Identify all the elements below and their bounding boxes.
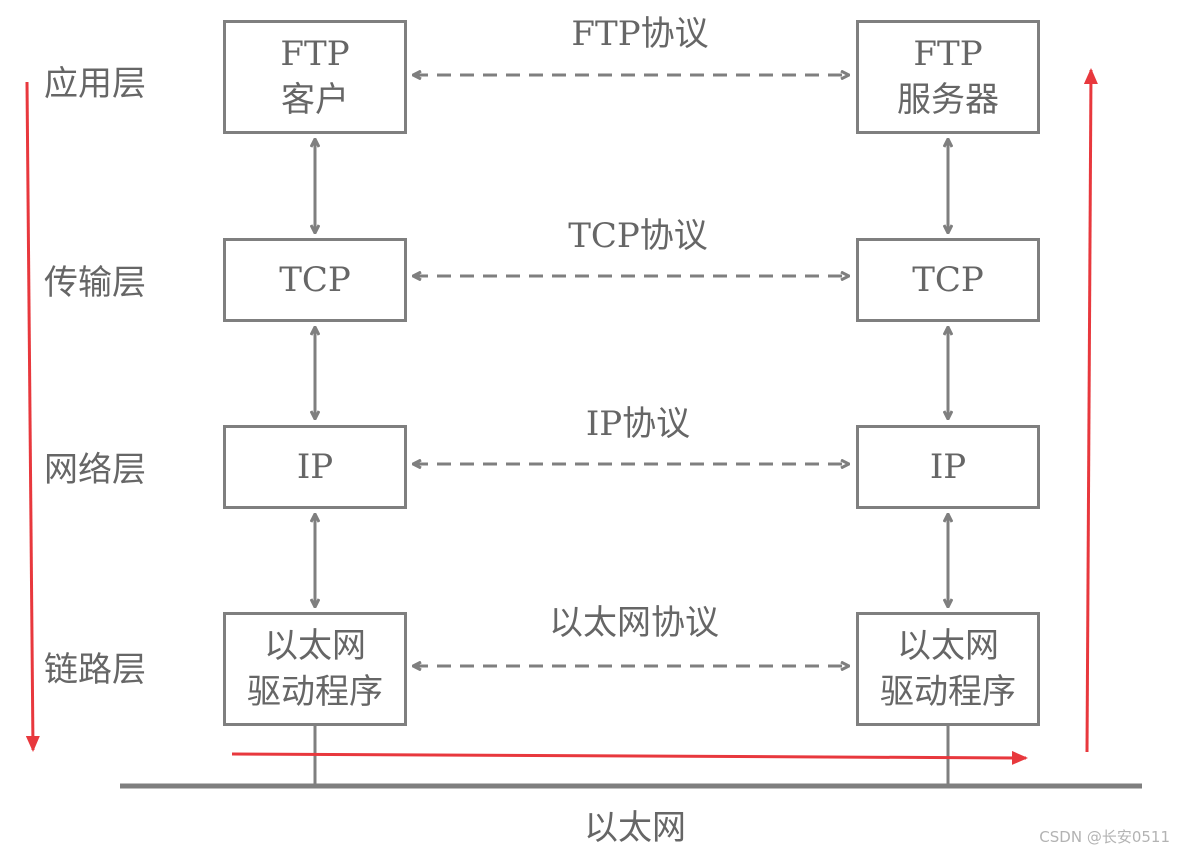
client-ftp-line1: FTP	[280, 34, 350, 74]
protocol-label-tcp: TCP协议	[568, 216, 708, 256]
server-driver-line2: 驱动程序	[880, 672, 1016, 712]
protocol-label-ftp: FTP协议	[571, 14, 709, 54]
client-driver-line1: 以太网	[264, 626, 366, 666]
server-ftp-line1: FTP	[913, 34, 983, 74]
client-driver-line2: 驱动程序	[247, 672, 383, 712]
client-ftp-box: FTP 客户	[223, 20, 407, 134]
protocol-label-ip: IP协议	[585, 404, 691, 444]
client-ethernet-driver-box: 以太网 驱动程序	[223, 612, 407, 726]
layer-label-network: 网络层	[44, 450, 146, 490]
server-driver-line1: 以太网	[897, 626, 999, 666]
server-tcp-label: TCP	[912, 260, 984, 300]
client-ip-box: IP	[223, 425, 407, 509]
server-ftp-box: FTP 服务器	[856, 20, 1040, 134]
ethernet-label: 以太网	[584, 808, 686, 848]
layer-label-transport: 传输层	[44, 263, 146, 303]
protocol-label-ethernet: 以太网协议	[549, 603, 719, 643]
flow-arrow-across	[231, 750, 1028, 765]
server-ftp-line2: 服务器	[897, 80, 999, 120]
server-ethernet-driver-box: 以太网 驱动程序	[856, 612, 1040, 726]
server-ip-box: IP	[856, 425, 1040, 509]
layer-label-link: 链路层	[44, 650, 146, 690]
server-tcp-box: TCP	[856, 238, 1040, 322]
server-ip-label: IP	[929, 447, 967, 487]
client-ip-label: IP	[296, 447, 334, 487]
client-tcp-box: TCP	[223, 238, 407, 322]
client-tcp-label: TCP	[279, 260, 351, 300]
layer-label-application: 应用层	[44, 64, 146, 104]
watermark: CSDN @长安0511	[1039, 828, 1170, 846]
flow-arrow-up	[1083, 68, 1098, 753]
client-ftp-line2: 客户	[281, 80, 349, 120]
flow-arrow-down	[25, 81, 40, 752]
